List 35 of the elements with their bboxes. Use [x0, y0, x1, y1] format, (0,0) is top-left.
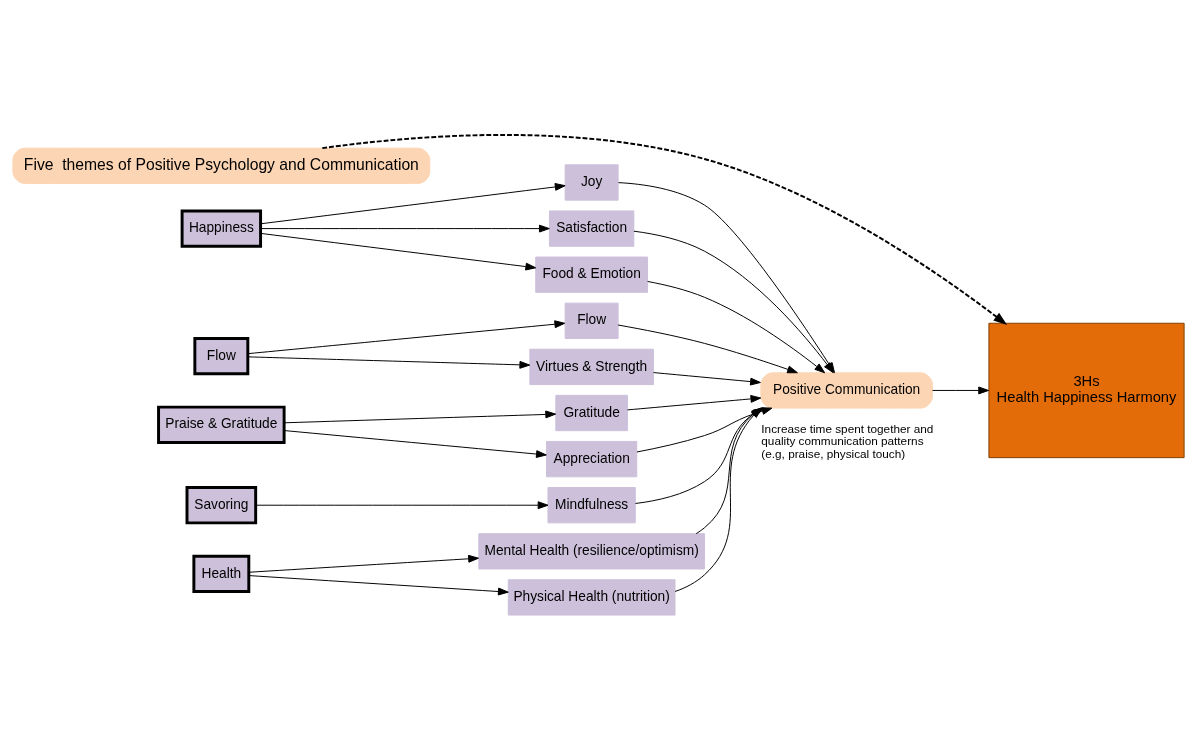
node-box: Positive Communication: [760, 371, 933, 409]
arrow: [260, 182, 566, 224]
arrow: [260, 232, 537, 270]
arrow: [283, 410, 557, 423]
node-box: Mindfulness: [547, 486, 636, 523]
node-box: Happiness: [180, 208, 263, 248]
arrow: [255, 500, 549, 509]
arrow: [260, 224, 550, 232]
node-box: Praise & Gratitude: [157, 405, 286, 444]
arrow: [653, 371, 761, 385]
node-box: Savoring: [185, 485, 258, 524]
node-label: Increase time spent together and quality communication patterns (e.g, praise, physical touch): [761, 421, 934, 460]
arrow: [248, 554, 479, 573]
arrow: [247, 319, 566, 354]
node-box: Joy: [564, 163, 619, 201]
node-box: Mental Health (resilience/optimism): [478, 532, 705, 569]
node-box: Virtues & Strength: [529, 348, 654, 385]
arrow: [283, 429, 547, 458]
arrow: [321, 133, 1008, 325]
node-box: Gratitude: [555, 394, 628, 431]
node-box: Appreciation: [546, 440, 638, 477]
node-box: Five themes of Positive Psychology and Communication: [12, 147, 431, 184]
arrow: [248, 574, 509, 595]
arrow: [932, 386, 990, 394]
node-box: Flow: [193, 336, 250, 375]
arrow: [247, 355, 531, 369]
node-box: Satisfaction: [548, 209, 635, 247]
arrow: [617, 324, 798, 373]
arrow: [627, 394, 762, 410]
node-box: Health: [192, 554, 251, 593]
node-box: 3Hs Health Happiness Harmony: [988, 322, 1185, 458]
arrow: [647, 280, 826, 373]
node-box: Flow: [564, 302, 619, 339]
node-box: Physical Health (nutrition): [507, 578, 676, 616]
node-box: Food & Emotion: [535, 256, 649, 293]
